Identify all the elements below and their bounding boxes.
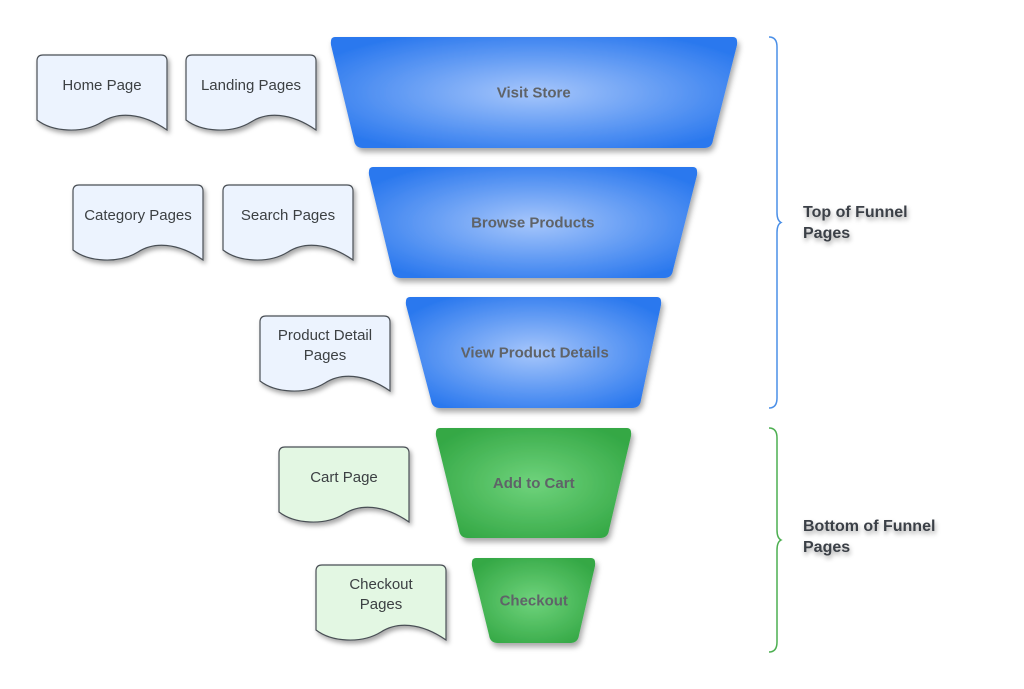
document-cart-page[interactable]: Cart Page bbox=[278, 446, 410, 524]
document-label: Cart Page bbox=[310, 469, 378, 486]
document-label: Home Page bbox=[62, 77, 141, 94]
funnel-stage-label: Checkout bbox=[500, 593, 568, 610]
document-search-pages[interactable]: Search Pages bbox=[222, 184, 354, 262]
funnel-stage-visit-store[interactable]: Visit Store bbox=[330, 37, 738, 148]
funnel-stage-label: Visit Store bbox=[497, 85, 571, 102]
funnel-stage-label: Add to Cart bbox=[493, 475, 575, 492]
document-shape bbox=[222, 184, 354, 262]
funnel-stage-view-product-details[interactable]: View Product Details bbox=[405, 297, 662, 408]
bracket-label: Pages bbox=[803, 539, 850, 556]
document-category-pages[interactable]: Category Pages bbox=[72, 184, 204, 262]
document-label: Search Pages bbox=[241, 207, 335, 224]
funnel-stage-shape bbox=[435, 428, 632, 538]
funnel-stage-browse-products[interactable]: Browse Products bbox=[368, 167, 698, 278]
document-label: Landing Pages bbox=[201, 77, 301, 94]
document-shape bbox=[185, 54, 317, 132]
document-label: Pages bbox=[360, 596, 403, 613]
document-shape bbox=[315, 564, 447, 642]
document-shape bbox=[36, 54, 168, 132]
bracket-label: Bottom of Funnel bbox=[803, 518, 935, 535]
funnel-stage-label: View Product Details bbox=[461, 345, 609, 362]
bracket-label: Top of Funnel bbox=[803, 204, 908, 221]
document-landing-pages[interactable]: Landing Pages bbox=[185, 54, 317, 132]
document-label: Checkout bbox=[349, 576, 413, 593]
curly-brace-icon bbox=[768, 36, 783, 409]
funnel-stage-shape bbox=[368, 167, 698, 278]
document-label: Product Detail bbox=[278, 327, 372, 344]
document-home-page[interactable]: Home Page bbox=[36, 54, 168, 132]
document-shape bbox=[259, 315, 391, 393]
funnel-stage-shape bbox=[330, 37, 738, 148]
curly-brace-icon bbox=[768, 427, 783, 653]
bracket-label: Pages bbox=[803, 225, 850, 242]
document-label: Pages bbox=[304, 347, 347, 364]
document-shape bbox=[278, 446, 410, 524]
funnel-stage-shape bbox=[405, 297, 662, 408]
funnel-stage-shape bbox=[471, 558, 596, 643]
funnel-stage-add-to-cart[interactable]: Add to Cart bbox=[435, 428, 632, 538]
document-shape bbox=[72, 184, 204, 262]
funnel-stage-label: Browse Products bbox=[471, 215, 594, 232]
funnel-stage-checkout[interactable]: Checkout bbox=[471, 558, 596, 643]
document-label: Category Pages bbox=[84, 207, 192, 224]
